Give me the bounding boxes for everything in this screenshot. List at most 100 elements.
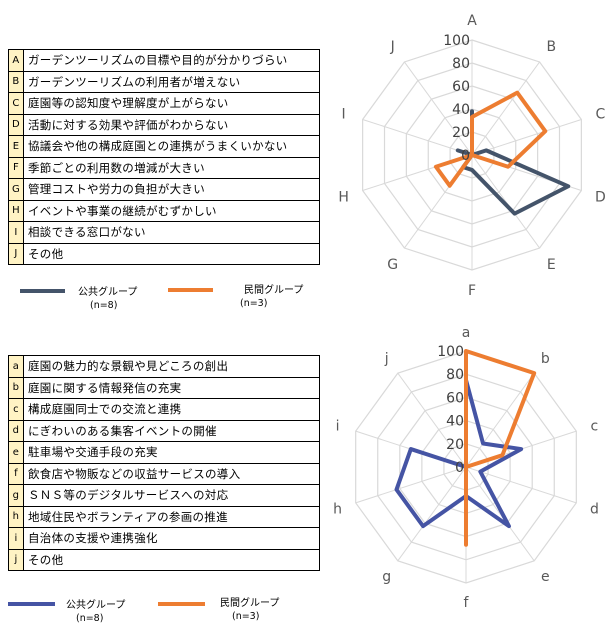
- legend-key: a: [8, 355, 24, 378]
- series-line-public: [20, 289, 65, 293]
- category-label: j: [384, 351, 389, 367]
- radar-spoke: [471, 118, 582, 156]
- legend-text: 自治体の支援や連携強化: [23, 527, 320, 550]
- legend-text: 庭園に関する情報発信の充実: [23, 376, 320, 399]
- series-name-private: 民間グループ: [244, 285, 304, 296]
- category-label: I: [342, 106, 346, 122]
- legend-text: 協議会や他の構成庭園との連携がうまくいかない: [23, 135, 320, 158]
- radial-tick-label: 0: [455, 460, 464, 476]
- radial-tick-label: 40: [452, 102, 470, 118]
- legend-text: ガーデンツーリズムの目標や目的が分かりづらい: [23, 49, 320, 72]
- legend-key: B: [8, 70, 24, 93]
- category-label: d: [590, 502, 599, 518]
- legend-text: にぎわいのある集客イベントの開催: [23, 419, 320, 442]
- legend-text: 相談できる窓口がない: [23, 221, 320, 244]
- category-label: a: [462, 325, 471, 341]
- legend-text: 駐車場や交通手段の充実: [23, 441, 320, 464]
- radar-spoke: [465, 466, 577, 504]
- legend-key: J: [8, 242, 24, 265]
- legend-text: 飲食店や物販などの収益サービスの導入: [23, 462, 320, 485]
- category-label: D: [595, 190, 606, 206]
- series-line-private: [168, 288, 213, 292]
- radial-tick-label: 60: [452, 79, 470, 95]
- radial-tick-label: 60: [446, 390, 464, 406]
- legend-text: その他: [23, 548, 320, 571]
- series-name-private: 民間グループ: [220, 598, 280, 609]
- legend-key: G: [8, 178, 24, 201]
- radial-tick-label: 100: [443, 33, 470, 49]
- series-polygon-private: [433, 90, 548, 188]
- series-name-public: 公共グループ: [78, 287, 138, 298]
- series-n-public: (n=8): [76, 613, 104, 624]
- legend-text: その他: [23, 242, 320, 265]
- legend-text: 庭園等の認知度や理解度が上がらない: [23, 92, 320, 115]
- category-label: F: [468, 283, 476, 299]
- legend-key: F: [8, 156, 24, 179]
- legend-key: C: [8, 92, 24, 115]
- radar-spoke: [471, 61, 540, 156]
- radar-spoke: [397, 466, 467, 562]
- legend-text: ガーデンツーリズムの利用者が増えない: [23, 70, 320, 93]
- legend-text: 庭園の魅力的な景観や見どころの創出: [23, 355, 320, 378]
- legend-key: j: [8, 548, 24, 571]
- legend-key: f: [8, 462, 24, 485]
- series-polygon-public: [455, 109, 571, 216]
- series-line-private: [158, 602, 205, 606]
- legend-key: A: [8, 49, 24, 72]
- legend-text: 構成庭園同士での交流と連携: [23, 398, 320, 421]
- category-label: H: [338, 190, 349, 206]
- category-label: J: [390, 39, 395, 55]
- radar-spoke: [465, 466, 535, 562]
- legend-key: H: [8, 199, 24, 222]
- category-label: A: [467, 13, 477, 29]
- radar-spoke: [471, 154, 540, 249]
- legend-text: 地域住民やボランティアの参画の推進: [23, 505, 320, 528]
- legend-key: g: [8, 484, 24, 507]
- category-label: h: [333, 502, 342, 518]
- category-label: B: [547, 39, 557, 55]
- legend-key: E: [8, 135, 24, 158]
- series-n-private: (n=3): [232, 611, 260, 622]
- radial-tick-label: 0: [461, 148, 470, 164]
- series-n-private: (n=3): [240, 298, 268, 309]
- radial-tick-label: 20: [452, 125, 470, 141]
- legend-text: 管理コストや労力の負担が大きい: [23, 178, 320, 201]
- category-label: g: [382, 569, 391, 585]
- category-label: i: [336, 418, 340, 434]
- radar-spoke: [465, 372, 535, 468]
- legend-text: 季節ごとの利用数の増減が大きい: [23, 156, 320, 179]
- series-line-public: [8, 602, 55, 606]
- category-label: E: [547, 257, 556, 273]
- series-polygon-private: [464, 349, 537, 547]
- category-label: b: [541, 351, 550, 367]
- radial-tick-label: 20: [446, 437, 464, 453]
- radial-tick-label: 80: [452, 56, 470, 72]
- legend-key: c: [8, 398, 24, 421]
- radial-tick-label: 80: [446, 367, 464, 383]
- legend-text: 活動に対する効果や評価がわからない: [23, 113, 320, 136]
- radar-spoke: [355, 466, 467, 504]
- radial-tick-label: 100: [437, 344, 464, 360]
- legend-text: イベントや事業の継続がむずかしい: [23, 199, 320, 222]
